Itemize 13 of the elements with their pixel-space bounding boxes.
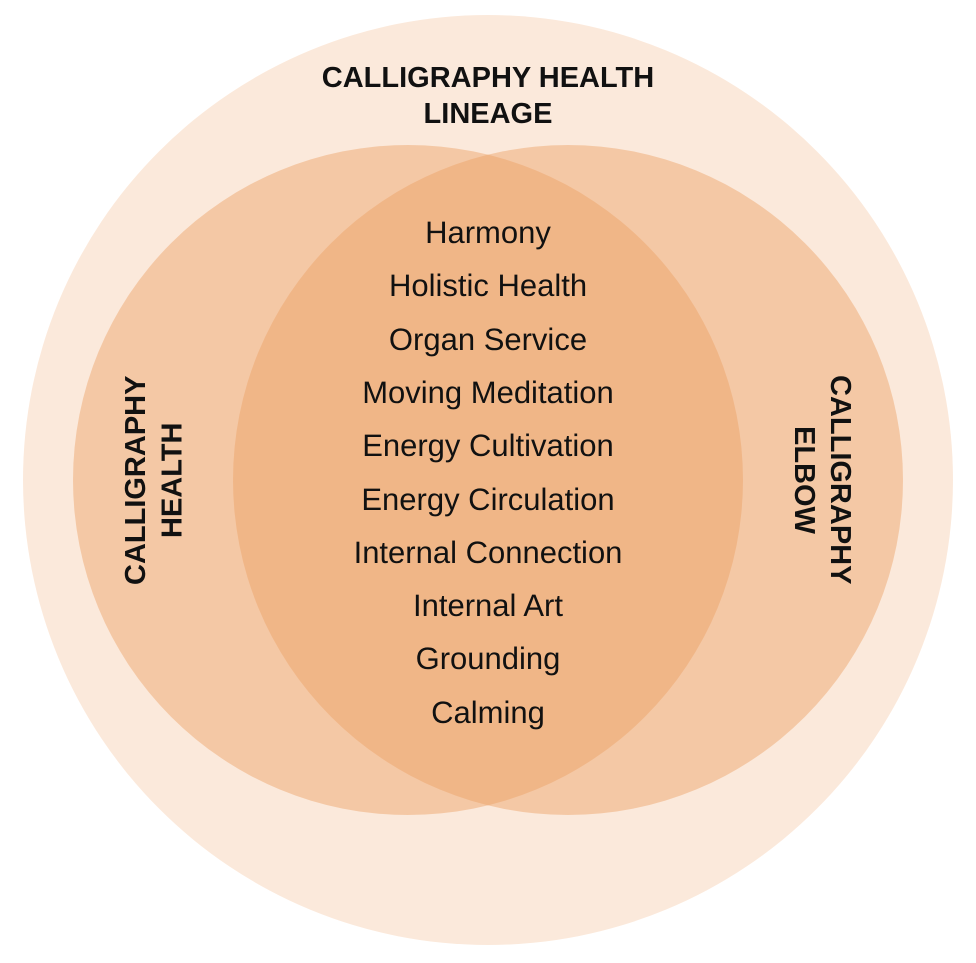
list-item: Harmony — [425, 215, 551, 250]
list-item: Energy Cultivation — [362, 428, 614, 464]
list-item: Energy Circulation — [361, 482, 615, 516]
list-item: Organ Service — [388, 322, 588, 357]
circle-title: CALLIGRAPHY HEALTH LINEAGE — [320, 61, 656, 132]
circle-title: CALLIGRAPHY HEALTH — [119, 374, 190, 587]
list-item: Moving Meditation — [362, 374, 614, 410]
list-item: Holistic Health — [388, 268, 588, 304]
list-item: Grounding — [416, 641, 560, 676]
list-item: Internal Connection — [354, 534, 622, 570]
list-item: Calming — [431, 694, 545, 730]
circle-title: CALLIGRAPHY ELBOW — [786, 374, 857, 587]
list-item: Internal Art — [413, 588, 563, 624]
